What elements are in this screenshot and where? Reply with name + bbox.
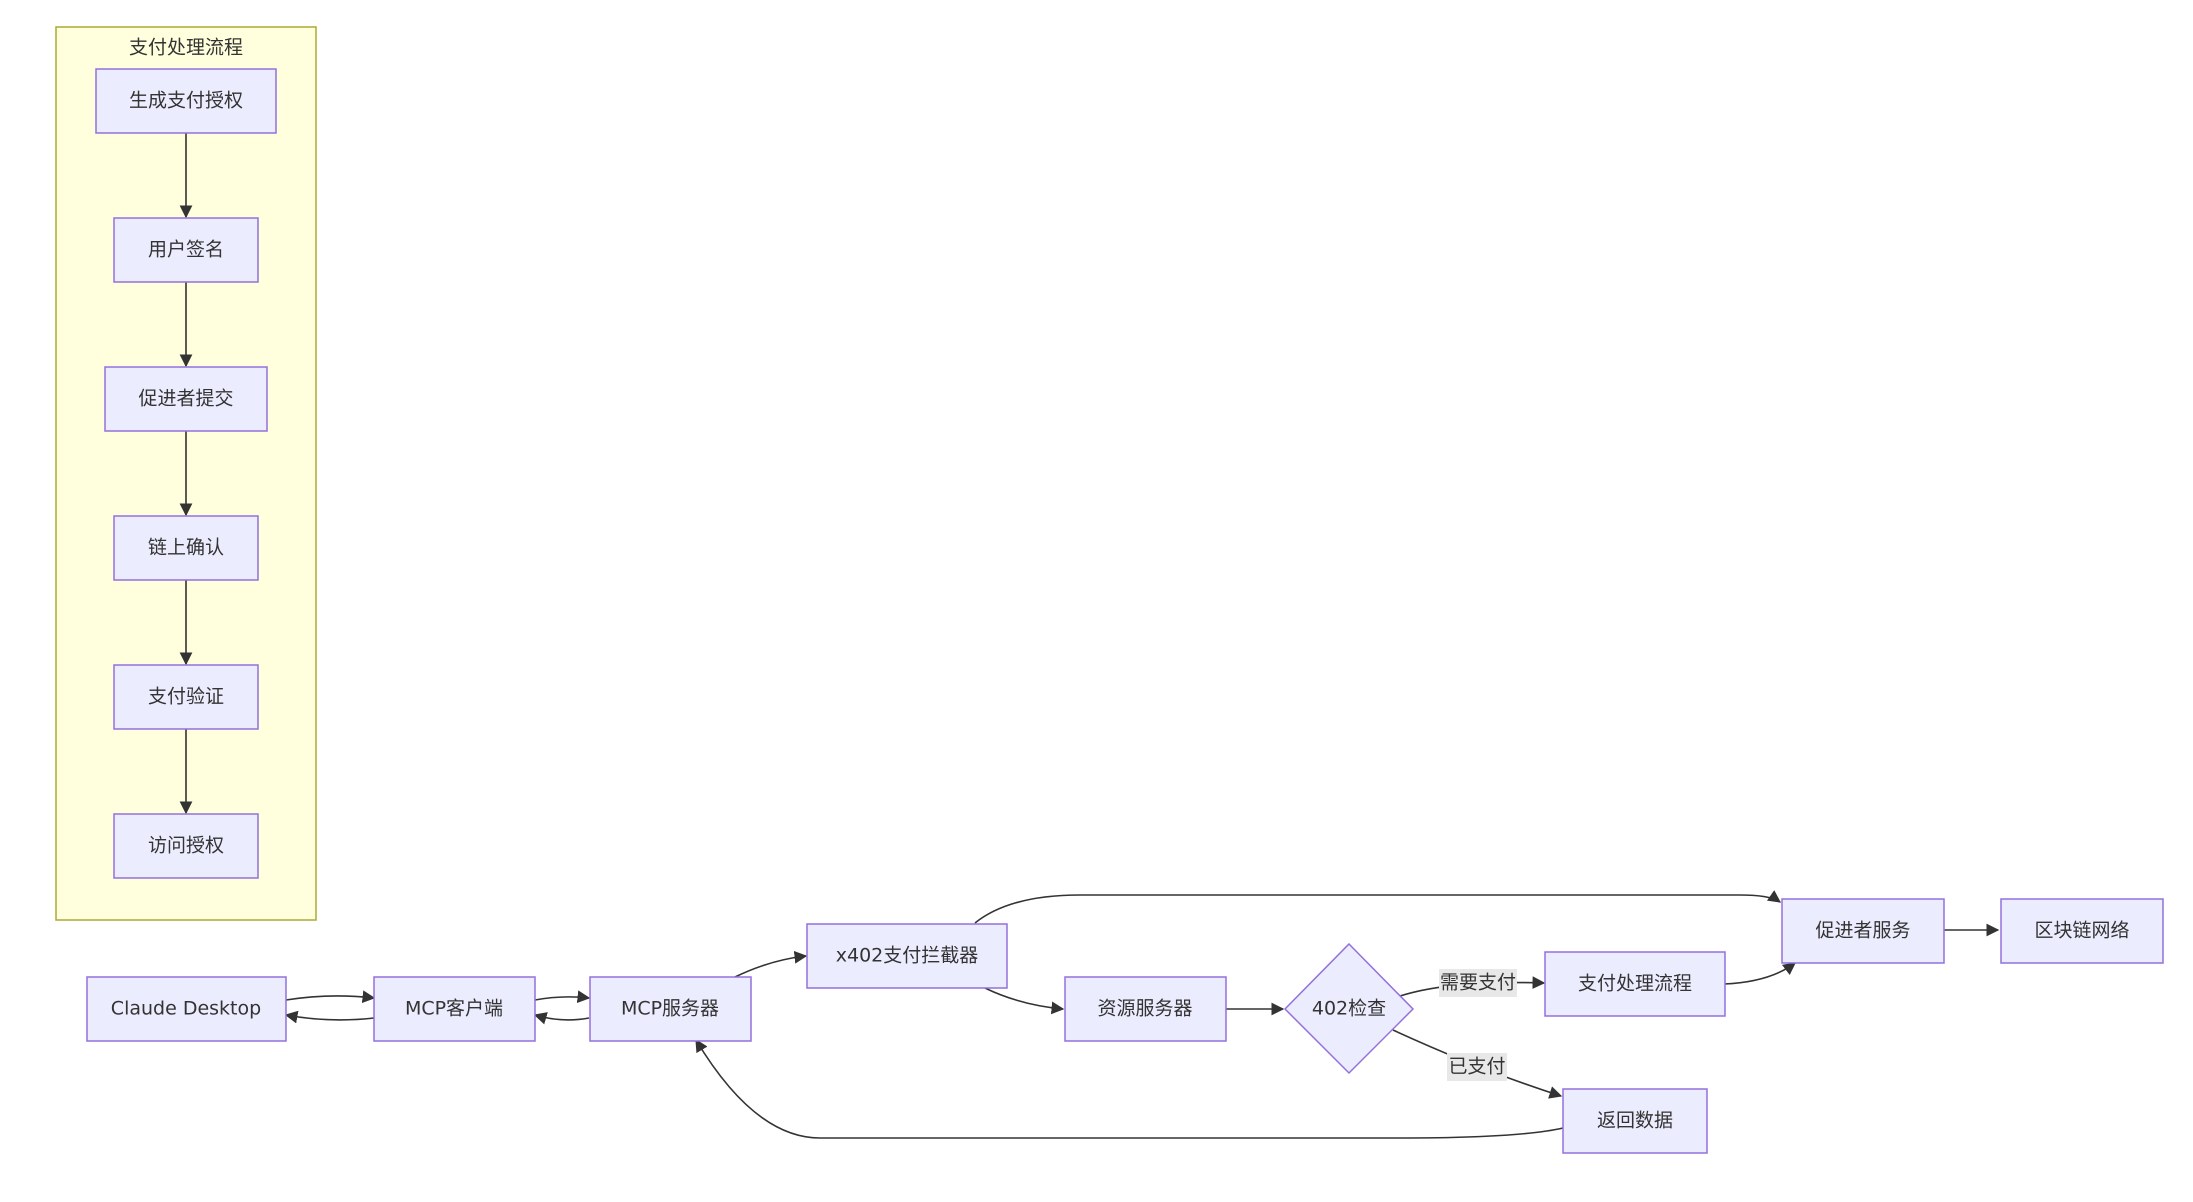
node-user-sign: 用户签名 [113, 217, 259, 283]
svg-text:促进者提交: 促进者提交 [138, 388, 233, 410]
svg-text:Claude Desktop: Claude Desktop [111, 998, 261, 1020]
svg-text:访问授权: 访问授权 [148, 835, 224, 857]
node-onchain-confirm: 链上确认 [113, 515, 259, 581]
node-mcp-server: MCP服务器 [589, 976, 752, 1042]
node-x402-interceptor: x402支付拦截器 [806, 923, 1008, 989]
svg-text:支付验证: 支付验证 [148, 686, 224, 708]
svg-text:支付处理流程: 支付处理流程 [1578, 973, 1692, 995]
edge-client-to-claude [284, 1010, 375, 1024]
svg-text:资源服务器: 资源服务器 [1097, 998, 1192, 1020]
node-payment-verify: 支付验证 [113, 664, 259, 730]
svg-text:MCP客户端: MCP客户端 [405, 998, 503, 1020]
edge-payment-to-facilitator [1723, 962, 1797, 985]
edge-client-to-server [534, 990, 591, 1004]
edge-server-to-interceptor [734, 950, 808, 978]
edge-interceptor-to-resource [984, 987, 1065, 1015]
svg-text:已支付: 已支付 [1448, 1056, 1505, 1078]
svg-text:MCP服务器: MCP服务器 [621, 998, 719, 1020]
node-402-check: 402检查 [1283, 942, 1415, 1075]
svg-text:返回数据: 返回数据 [1597, 1110, 1673, 1132]
svg-text:x402支付拦截器: x402支付拦截器 [836, 945, 979, 967]
edge-server-to-client [533, 1012, 590, 1025]
node-access-grant: 访问授权 [113, 813, 259, 879]
edge-label-needs-payment: 需要支付 [1439, 969, 1517, 997]
svg-text:促进者服务: 促进者服务 [1815, 920, 1910, 942]
edge-label-paid: 已支付 [1447, 1053, 1507, 1081]
edge-claude-to-client [285, 990, 376, 1004]
node-generate-auth: 生成支付授权 [95, 68, 277, 134]
node-mcp-client: MCP客户端 [373, 976, 536, 1042]
svg-text:需要支付: 需要支付 [1440, 972, 1516, 994]
subgraph-title: 支付处理流程 [129, 37, 243, 59]
node-return-data: 返回数据 [1562, 1088, 1708, 1154]
edge-interceptor-to-facilitator [974, 890, 1782, 924]
svg-text:区块链网络: 区块链网络 [2034, 920, 2129, 942]
node-payment-flow: 支付处理流程 [1544, 951, 1726, 1017]
node-resource-server: 资源服务器 [1064, 976, 1227, 1042]
svg-text:402检查: 402检查 [1312, 998, 1386, 1020]
node-claude-desktop: Claude Desktop [86, 976, 287, 1042]
node-facilitator-submit: 促进者提交 [104, 366, 268, 432]
node-blockchain-network: 区块链网络 [2000, 898, 2164, 964]
svg-text:链上确认: 链上确认 [148, 537, 224, 559]
svg-text:用户签名: 用户签名 [148, 239, 224, 261]
edges [179, 133, 2000, 1139]
edge-return-to-server [695, 1038, 1564, 1139]
svg-text:生成支付授权: 生成支付授权 [129, 90, 243, 112]
node-facilitator-service: 促进者服务 [1781, 898, 1945, 964]
